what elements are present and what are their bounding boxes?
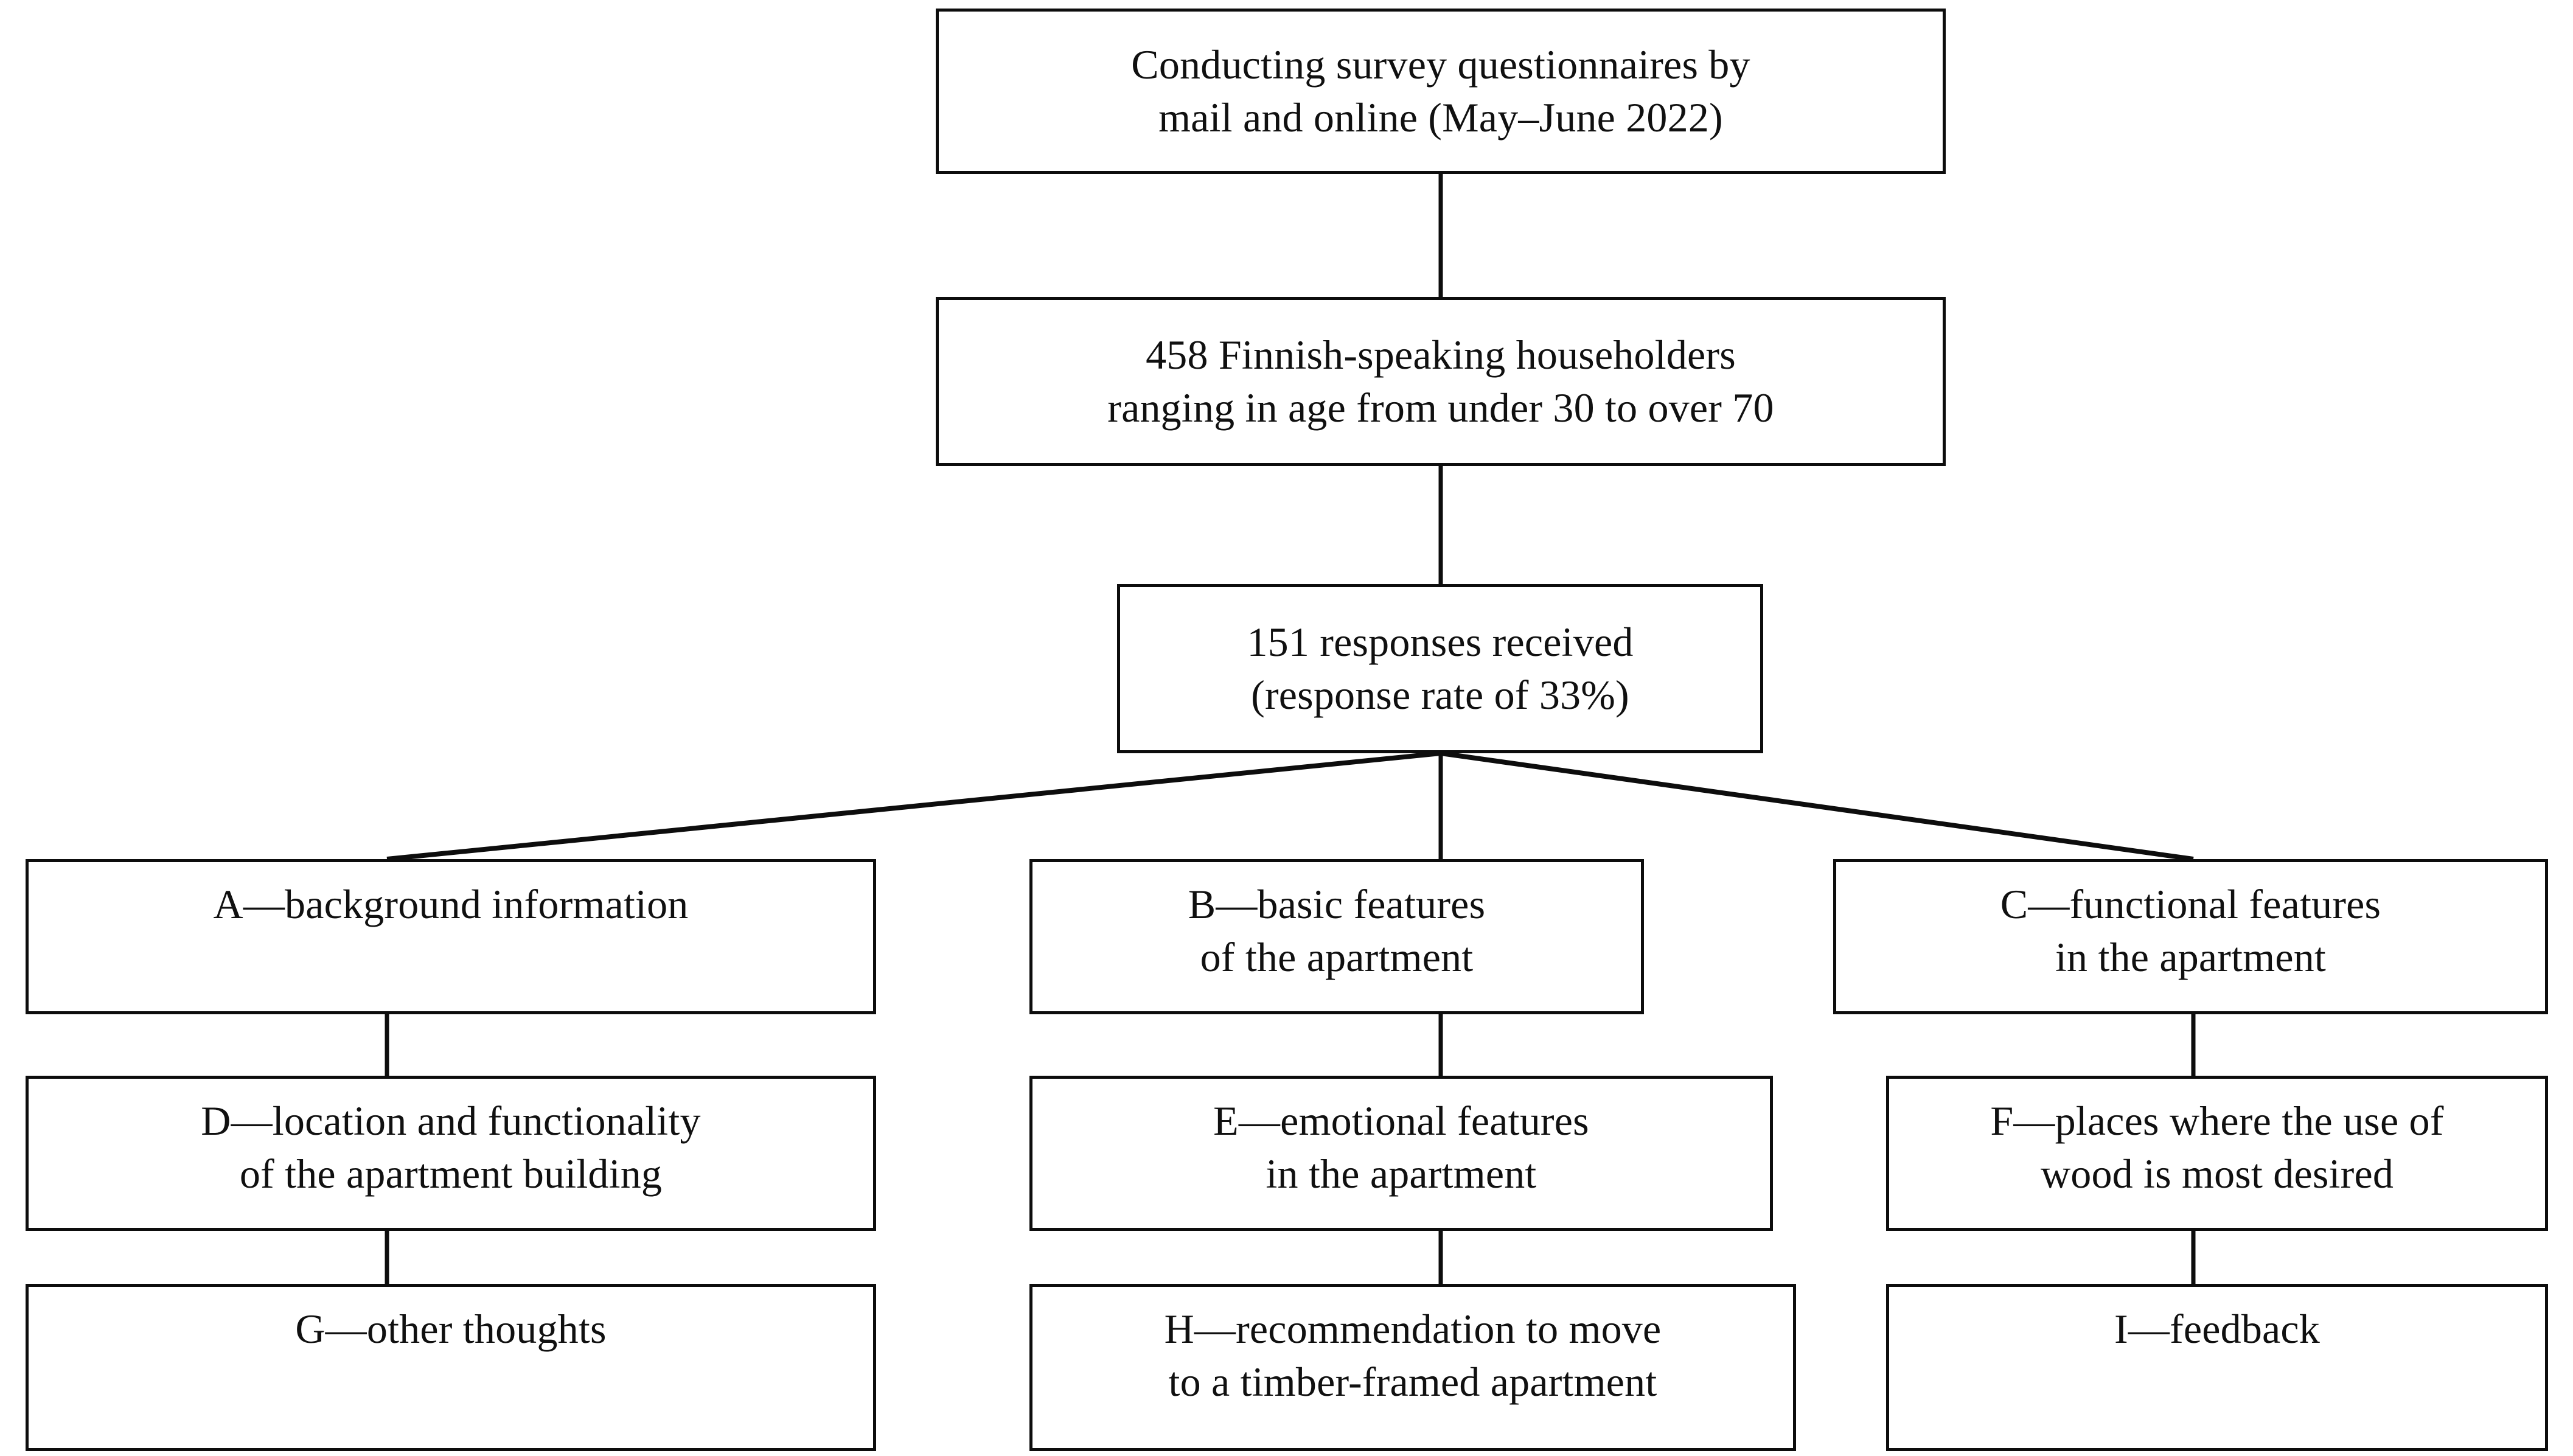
node-survey-questionnaires: Conducting survey questionnaires by mail… (936, 9, 1946, 174)
node-d-label: D—location and functionality of the apar… (201, 1098, 701, 1197)
node-e-emotional-features: E—emotional features in the apartment (1029, 1076, 1773, 1231)
node-h-recommendation-to-move: H—recommendation to move to a timber-fra… (1029, 1284, 1796, 1451)
node-a-background-information: A—background information (26, 859, 876, 1014)
node-h-label: H—recommendation to move to a timber-fra… (1164, 1306, 1662, 1405)
node-e-label: E—emotional features in the apartment (1213, 1098, 1589, 1197)
node-sample-label: 458 Finnish-speaking householders rangin… (1107, 331, 1774, 431)
node-g-label: G—other thoughts (295, 1306, 607, 1352)
node-a-label: A—background information (213, 881, 689, 927)
node-i-label: I—feedback (2114, 1306, 2320, 1352)
node-b-basic-features: B—basic features of the apartment (1029, 859, 1644, 1014)
node-responses-label: 151 responses received (response rate of… (1247, 618, 1634, 718)
edge-responses-c (1440, 751, 2194, 862)
node-b-label: B—basic features of the apartment (1188, 881, 1486, 981)
node-i-feedback: I—feedback (1886, 1284, 2548, 1451)
node-survey-label: Conducting survey questionnaires by mail… (1131, 41, 1750, 141)
node-sample-householders: 458 Finnish-speaking householders rangin… (936, 297, 1946, 466)
node-d-location-functionality: D—location and functionality of the apar… (26, 1076, 876, 1231)
edge-responses-a (386, 751, 1441, 862)
node-f-places-wood-desired: F—places where the use of wood is most d… (1886, 1076, 2548, 1231)
node-f-label: F—places where the use of wood is most d… (1990, 1098, 2444, 1197)
node-c-functional-features: C—functional features in the apartment (1833, 859, 2548, 1014)
node-c-label: C—functional features in the apartment (2000, 881, 2381, 981)
node-g-other-thoughts: G—other thoughts (26, 1284, 876, 1451)
node-responses-received: 151 responses received (response rate of… (1117, 584, 1763, 753)
